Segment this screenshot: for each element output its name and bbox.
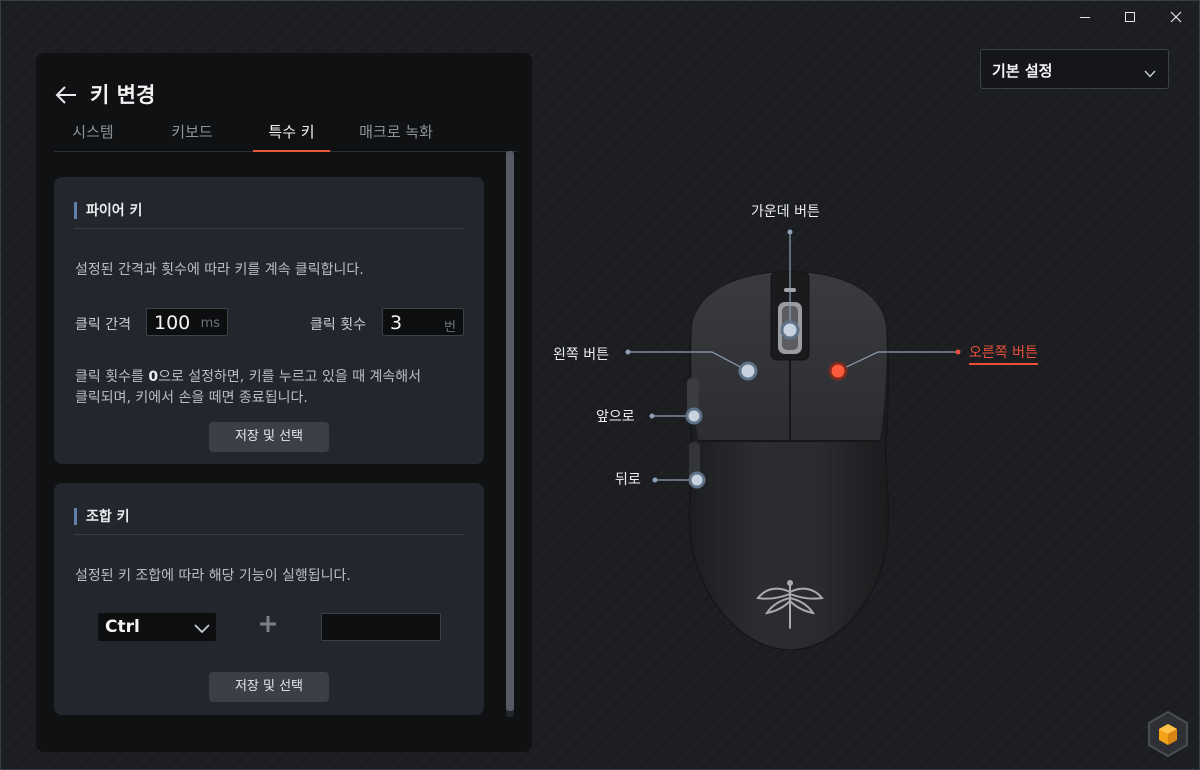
note-text-3: 클릭되며, 키에서 손을 떼면 종료됩니다. <box>75 390 308 406</box>
mouse-illustration <box>625 229 961 650</box>
fire-key-card: 파이어 키 설정된 간격과 횟수에 따라 키를 계속 클릭합니다. 클릭 간격 … <box>54 177 484 464</box>
plus-icon <box>259 615 277 637</box>
forward-button-marker[interactable] <box>685 407 703 425</box>
note-text-2: 으로 설정하면, 키를 누르고 있을 때 계속해서 <box>158 369 422 385</box>
forward-button-label[interactable]: 앞으로 <box>596 409 635 425</box>
click-count-input[interactable]: 3 번 <box>382 308 464 336</box>
modifier-value: Ctrl <box>105 617 140 637</box>
click-count-label: 클릭 횟수 <box>310 317 366 333</box>
modifier-select[interactable]: Ctrl <box>98 613 216 641</box>
close-icon[interactable] <box>1161 6 1191 28</box>
click-interval-unit: ms <box>200 316 220 331</box>
forward-end-dot <box>649 413 655 419</box>
fire-key-title: 파이어 키 <box>86 203 143 219</box>
middle-button-marker[interactable] <box>780 320 800 340</box>
back-button-label[interactable]: 뒤로 <box>615 472 641 488</box>
combo-key-description: 설정된 키 조합에 따라 해당 기능이 실행됩니다. <box>75 568 351 584</box>
maximize-icon[interactable] <box>1115 6 1145 28</box>
middle-end-dot <box>787 229 793 235</box>
combo-key-header: 조합 키 <box>74 507 130 525</box>
combo-key-save-button[interactable]: 저장 및 선택 <box>209 672 329 702</box>
fire-key-save-button[interactable]: 저장 및 선택 <box>209 422 329 452</box>
fire-key-description: 설정된 간격과 횟수에 따라 키를 계속 클릭합니다. <box>75 262 364 278</box>
profile-selected: 기본 설정 <box>992 62 1053 80</box>
app-logo-icon[interactable] <box>1146 710 1190 758</box>
back-end-dot <box>652 477 658 483</box>
click-interval-value: 100 <box>154 312 191 334</box>
divider <box>74 534 464 535</box>
middle-button-label[interactable]: 가운데 버튼 <box>751 204 820 220</box>
tab-system[interactable]: 시스템 <box>72 123 114 141</box>
click-interval-label: 클릭 간격 <box>75 317 131 333</box>
divider <box>74 228 464 229</box>
minimize-icon[interactable] <box>1070 6 1100 28</box>
profile-dropdown[interactable]: 기본 설정 <box>980 49 1169 89</box>
scrollbar-thumb[interactable] <box>506 151 514 711</box>
tab-keyboard[interactable]: 키보드 <box>171 123 213 141</box>
combo-key-input[interactable] <box>321 613 441 641</box>
right-button-label[interactable]: 오른쪽 버튼 <box>969 342 1038 365</box>
combo-key-card: 조합 키 설정된 키 조합에 따라 해당 기능이 실행됩니다. Ctrl 저장 … <box>54 483 484 715</box>
chevron-down-icon <box>194 620 210 639</box>
note-zero: 0 <box>148 369 159 385</box>
section-marker <box>74 201 77 219</box>
left-button-marker[interactable] <box>738 361 758 381</box>
left-button-label[interactable]: 왼쪽 버튼 <box>553 347 609 363</box>
note-text-1: 클릭 횟수를 <box>75 369 149 385</box>
chevron-down-icon <box>1144 64 1156 83</box>
section-marker <box>74 507 77 525</box>
combo-key-title: 조합 키 <box>86 509 130 525</box>
right-end-dot <box>955 349 961 355</box>
key-change-panel: 키 변경 시스템 키보드 특수 키 매크로 녹화 파이어 키 설정된 간격과 횟… <box>36 53 532 752</box>
tab-special-keys[interactable]: 특수 키 <box>253 121 330 152</box>
back-button-marker[interactable] <box>688 471 706 489</box>
click-count-value: 3 <box>390 312 403 334</box>
click-count-unit: 번 <box>444 320 456 335</box>
fire-key-header: 파이어 키 <box>74 201 142 219</box>
tab-macro-recording[interactable]: 매크로 녹화 <box>359 123 433 141</box>
left-end-dot <box>625 349 631 355</box>
right-button-marker[interactable] <box>828 361 848 381</box>
dragonfly-logo <box>756 580 824 629</box>
fire-key-note: 클릭 횟수를 0으로 설정하면, 키를 누르고 있을 때 계속해서 클릭되며, … <box>75 367 475 409</box>
tab-bar: 시스템 키보드 특수 키 매크로 녹화 <box>54 117 518 152</box>
click-interval-input[interactable]: 100 ms <box>146 308 228 336</box>
back-arrow-icon[interactable] <box>54 83 78 107</box>
page-title: 키 변경 <box>90 83 156 107</box>
